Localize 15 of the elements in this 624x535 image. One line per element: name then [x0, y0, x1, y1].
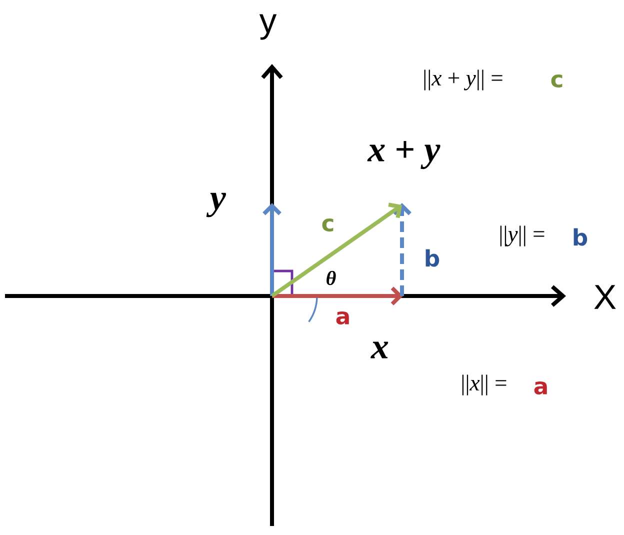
length-label: a	[336, 312, 349, 324]
length-label: a	[534, 382, 547, 394]
angle-label: θ	[326, 270, 336, 286]
length-label: c	[322, 218, 334, 232]
length-label: c	[551, 74, 562, 88]
norm-formula: ||x + y|| =	[424, 70, 502, 90]
length-label: b	[574, 228, 588, 246]
vector-label: x	[370, 342, 388, 358]
axis-label: y	[259, 14, 277, 40]
axis-label: X	[594, 285, 616, 309]
norm-formula: ||x|| =	[462, 374, 506, 396]
vector-label: x + y	[367, 140, 440, 170]
norm-formula: ||y|| =	[500, 226, 544, 246]
vector-label: y	[206, 192, 226, 218]
length-label: b	[426, 249, 440, 267]
